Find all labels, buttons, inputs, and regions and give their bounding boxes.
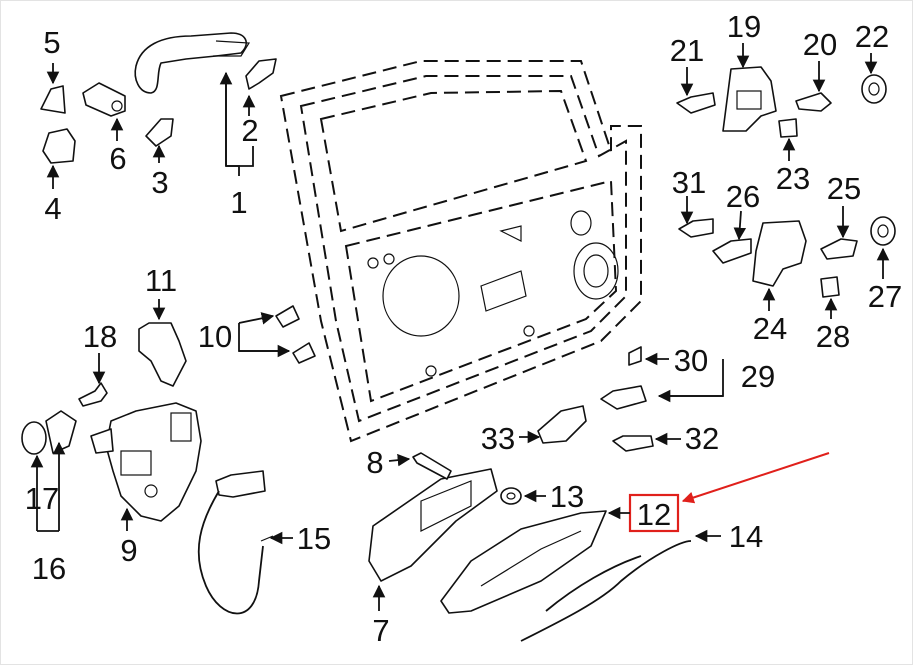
callout-25: 25 — [827, 171, 861, 206]
callout-28: 28 — [816, 319, 850, 354]
callout-23: 23 — [776, 161, 810, 196]
check-strap-bolt — [612, 435, 654, 452]
callout-6: 6 — [109, 141, 126, 176]
lower-hinge-bolt-right — [820, 238, 858, 260]
handle-gasket — [145, 118, 174, 147]
lock-cylinder-cover — [42, 128, 76, 164]
inner-handle-frame — [368, 468, 498, 582]
upper-hinge — [722, 66, 777, 132]
handle-cap-insert — [245, 58, 277, 90]
callout-33: 33 — [481, 421, 515, 456]
upper-hinge-bolt-left — [676, 92, 716, 114]
callout-32: 32 — [685, 421, 719, 456]
callout-21: 21 — [670, 33, 704, 68]
outside-handle — [134, 32, 251, 94]
mount-screw — [412, 452, 452, 480]
check-strap-cap — [628, 346, 642, 366]
callout-11: 11 — [145, 263, 177, 298]
callout-10: 10 — [198, 319, 232, 354]
callout-9: 9 — [120, 533, 137, 568]
highlight-arrow — [681, 452, 830, 504]
handle-end-cap — [40, 85, 66, 114]
callout-24: 24 — [753, 311, 787, 346]
lower-hinge-bolt-mid — [712, 238, 752, 264]
callout-labels: 1 2 3 4 5 6 7 8 9 10 11 12 13 14 15 16 1… — [25, 9, 902, 648]
callout-8: 8 — [366, 445, 383, 480]
bracket-bolts — [275, 305, 316, 364]
callout-18: 18 — [83, 319, 117, 354]
callout-13: 13 — [550, 479, 584, 514]
callout-1: 1 — [230, 185, 247, 220]
washer — [500, 487, 522, 505]
callout-27: 27 — [868, 279, 902, 314]
hinge-bushing-upper — [778, 118, 798, 138]
hinge-nut-lower — [870, 216, 896, 246]
callout-17: 17 — [25, 481, 59, 516]
lower-hinge-bolt-left — [678, 218, 714, 238]
callout-22: 22 — [855, 19, 889, 54]
callout-14: 14 — [729, 519, 763, 554]
callout-31: 31 — [672, 165, 706, 200]
highlight-callout-12 — [607, 452, 830, 533]
check-strap-stop — [537, 405, 587, 444]
callout-5: 5 — [43, 25, 60, 60]
latch-bolt — [78, 382, 108, 407]
callout-26: 26 — [726, 179, 760, 214]
handle-bracket — [138, 322, 187, 387]
release-cable — [197, 470, 274, 615]
callout-2: 2 — [241, 113, 258, 148]
striker-plates — [21, 410, 77, 455]
inside-handle — [440, 510, 607, 614]
leader-lines — [30, 43, 890, 611]
inside-cable — [520, 540, 692, 642]
lower-hinge — [752, 220, 807, 287]
upper-hinge-bolt-right — [795, 92, 832, 112]
callout-3: 3 — [151, 165, 168, 200]
callout-19: 19 — [727, 9, 761, 44]
callout-20: 20 — [803, 27, 837, 62]
hinge-bushing-lower — [820, 276, 840, 298]
callout-16: 16 — [32, 551, 66, 586]
lock-cylinder — [82, 82, 126, 117]
check-strap — [600, 385, 647, 410]
callout-12: 12 — [637, 497, 671, 532]
callout-7: 7 — [372, 613, 389, 648]
callout-30: 30 — [674, 343, 708, 378]
door-latch-assembly — [90, 402, 202, 522]
door-frame-outline — [279, 60, 642, 443]
callout-15: 15 — [297, 521, 331, 556]
callout-29: 29 — [741, 359, 775, 394]
hinge-nut-upper — [861, 74, 887, 104]
callout-4: 4 — [44, 191, 61, 226]
